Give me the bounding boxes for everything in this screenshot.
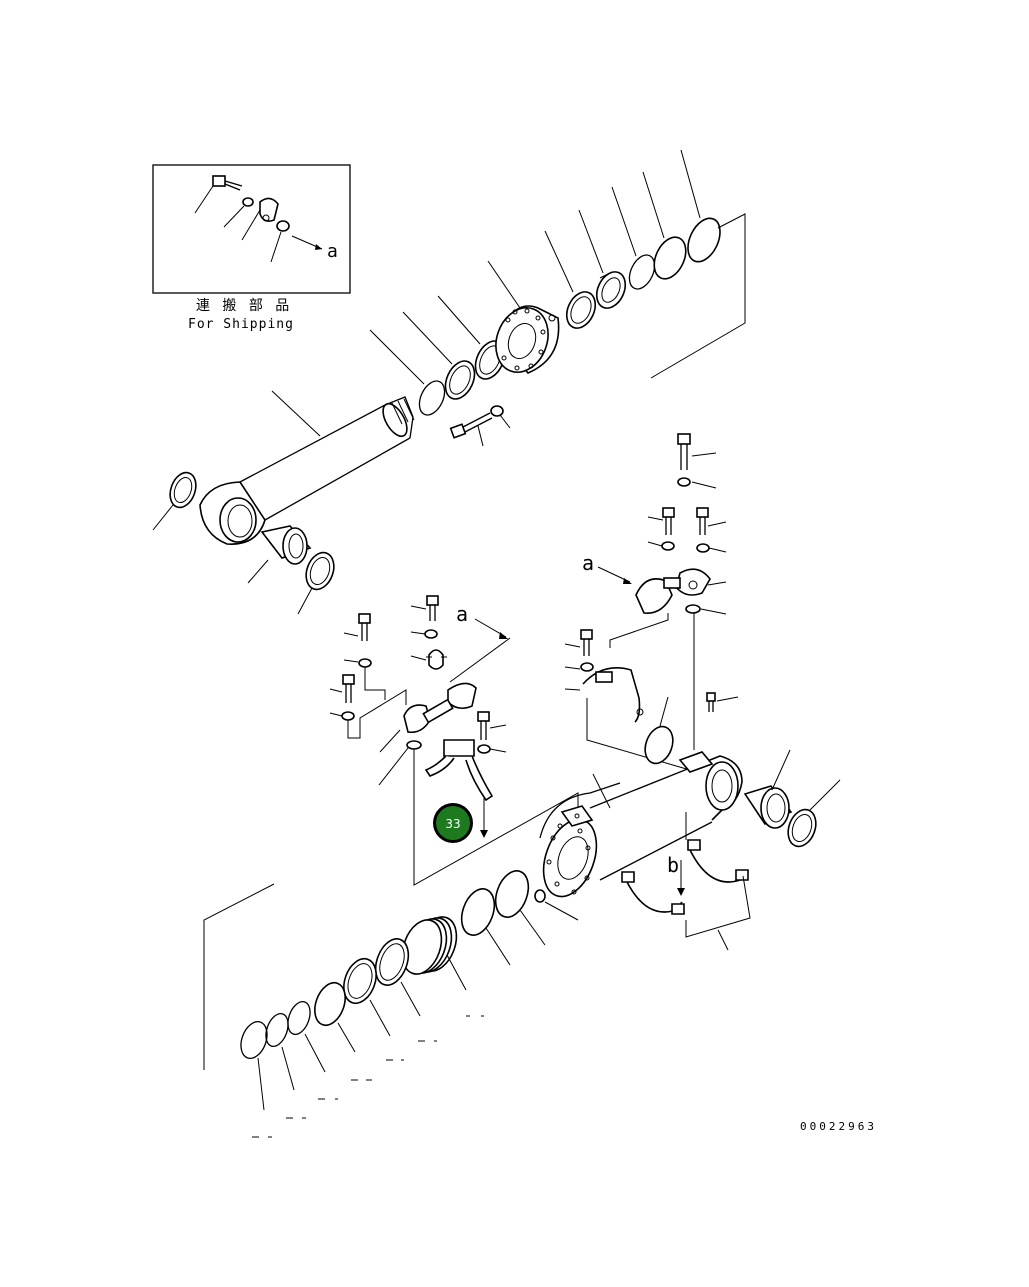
o-ring-mid <box>406 740 422 750</box>
o-ring-upper-right <box>685 604 701 614</box>
cylinder-tube <box>539 751 743 898</box>
leader-rod <box>271 390 321 437</box>
seal-4 <box>287 1001 311 1035</box>
rod-dust-seal <box>169 471 197 509</box>
inset-title-en: For Shipping <box>188 317 294 332</box>
head-o-ring <box>653 236 687 280</box>
inset-arrow-letter: a <box>327 241 338 262</box>
bolt-mid-right <box>477 711 490 740</box>
inset-clamp <box>259 197 279 222</box>
inset-washer <box>242 197 254 207</box>
head-seal-1 <box>565 291 597 329</box>
washer-mid-far-right <box>580 662 594 672</box>
bottom-bushing <box>743 785 793 829</box>
hose-clamp-mid <box>403 682 477 734</box>
bolt-mid-far-right <box>580 629 593 656</box>
grease-fitting <box>706 692 716 712</box>
seal-6 <box>240 1021 268 1059</box>
washer-mid-left-1 <box>358 658 372 668</box>
bolt-mid-1 <box>426 595 439 621</box>
o-ring-right <box>644 725 674 765</box>
bracket-head-group <box>650 213 746 379</box>
seal-3 <box>314 981 346 1027</box>
head-bolt <box>449 412 493 439</box>
pipe-band-right <box>582 667 644 723</box>
arrow-label-a-mid: a <box>456 602 468 626</box>
bolt-right-3 <box>696 507 709 535</box>
piston-wear-ring <box>460 888 496 936</box>
head-washer <box>490 405 504 417</box>
washer-upper-right <box>677 477 691 487</box>
washer-mid-1 <box>424 629 438 639</box>
head-bushing <box>595 271 627 309</box>
washer-mid-right <box>477 744 491 754</box>
seal-2 <box>343 957 377 1005</box>
for-shipping-inset: a <box>152 164 351 294</box>
arrow-label-a-upper: a <box>582 551 594 575</box>
clamp-mid-small <box>426 649 447 670</box>
head-backup-ring <box>628 254 656 290</box>
cylinder-head <box>495 305 560 374</box>
hose-clamp-upper <box>635 568 711 614</box>
pipe-band-mid <box>424 739 494 802</box>
drawing-number: 00022963 <box>800 1120 877 1133</box>
snap-ring <box>418 380 446 416</box>
rod-seal-ring <box>305 551 335 591</box>
callout-number: 33 <box>445 817 460 831</box>
buffer-ring <box>444 360 476 400</box>
inset-bolt <box>212 175 243 191</box>
bottom-dust-seal <box>787 808 817 848</box>
inset-title-jp: 連 搬 部 品 <box>196 298 291 314</box>
callout-33: 33 <box>433 803 473 843</box>
bolt-right-2 <box>662 507 675 535</box>
piston-rod <box>199 396 415 545</box>
clamp-band-b-right <box>687 839 749 883</box>
bolt-mid-left-2 <box>342 674 355 703</box>
bolt-upper-right <box>677 433 691 470</box>
seal-1 <box>374 938 410 986</box>
piston-nut <box>534 889 546 903</box>
washer-right-3 <box>696 543 710 553</box>
piston <box>401 916 458 975</box>
washer-right-2 <box>661 541 675 551</box>
clamp-band-b-left <box>621 871 685 915</box>
bracket-piston-group <box>203 883 275 1070</box>
inset-nut <box>276 220 290 232</box>
head-outer-ring <box>687 217 721 263</box>
arrow-label-b: b <box>667 853 679 877</box>
seal-5 <box>265 1013 289 1047</box>
piston-seal-ring <box>494 870 530 918</box>
washer-mid-left-2 <box>341 711 355 721</box>
bolt-mid-left-1 <box>358 613 371 641</box>
rod-bushing <box>260 525 312 565</box>
